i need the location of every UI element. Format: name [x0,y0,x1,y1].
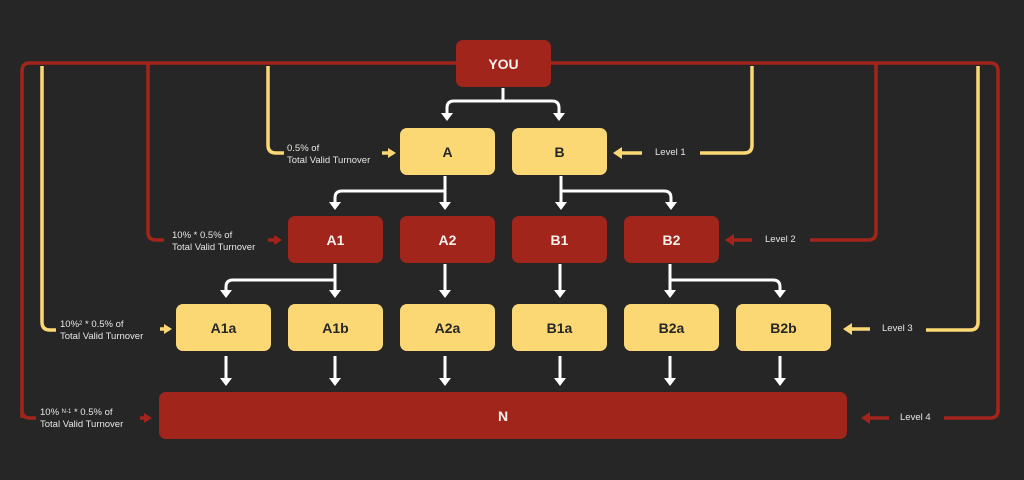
node-b1a: B1a [512,304,607,351]
connector-b-to-b1-b2 [559,176,673,204]
node-a2a: A2a [400,304,495,351]
node-a1: A1 [288,216,383,263]
yellow-level1-left-line [266,66,284,155]
level-label-3: Level 3 [882,323,913,334]
node-n: N [159,392,847,439]
commission-label-level3-line2: Total Valid Turnover [60,331,144,342]
connector-a1-to-a1a-a1b [224,264,337,292]
connector-you-to-ab [445,88,561,117]
commission-label-level2: 10% * 0.5% of Total Valid Turnover [172,230,255,254]
level-label-1: Level 1 [655,147,686,158]
node-b2a: B2a [624,304,719,351]
node-you: YOU [456,40,551,87]
node-a1b: A1b [288,304,383,351]
red-level4-left-tail [20,409,36,420]
red-top-bus [20,61,1000,420]
red-level2-right-line [810,63,878,242]
node-a1a: A1a [176,304,271,351]
commission-label-level4-line2: Total Valid Turnover [40,419,124,430]
yellow-level3-left-line [40,66,56,332]
level4-suffix: * 0.5% of [71,407,113,418]
arrow-into-n-right [861,412,889,424]
commission-label-level4: 10% N-1 * 0.5% of Total Valid Turnover [40,407,123,431]
level3-suffix: * 0.5% of [82,319,124,330]
commission-label-level2-line1: 10% * 0.5% of [172,230,233,241]
commission-label-level4-line1: 10% N-1 * 0.5% of [40,407,123,419]
node-b2b: B2b [736,304,831,351]
node-a2: A2 [400,216,495,263]
arrow-into-a1a [160,324,172,334]
connector-level3-to-n [224,356,782,380]
white-arrowheads [220,113,786,386]
arrow-into-b2 [725,234,752,246]
arrow-into-a1 [268,235,282,245]
connector-b2-to-b2a-b2b [668,264,782,292]
level-label-2: Level 2 [765,234,796,245]
node-b1: B1 [512,216,607,263]
red-level2-left-line [146,63,164,242]
arrow-into-b2b [843,323,870,335]
level4-exponent: N-1 [61,409,72,415]
arrow-into-a [382,148,396,158]
arrow-into-n-left [140,413,152,423]
connector-a-to-a1-a2 [333,176,447,204]
commission-label-level3: 10%2 * 0.5% of Total Valid Turnover [60,319,143,343]
commission-label-level2-line2: Total Valid Turnover [172,242,256,253]
level3-exponent: 2 [79,321,83,327]
commission-label-level1-line1: 0.5% of [287,143,320,154]
node-b2: B2 [624,216,719,263]
level-label-4: Level 4 [900,412,931,423]
node-a: A [400,128,495,175]
commission-label-level1: 0.5% of Total Valid Turnover [287,143,370,167]
node-b: B [512,128,607,175]
level4-prefix: 10% [40,407,62,418]
commission-label-level1-line2: Total Valid Turnover [287,155,371,166]
arrow-into-b [613,147,642,159]
yellow-level1-right-line [700,66,754,155]
level3-prefix: 10% [60,319,80,330]
commission-label-level3-line1: 10%2 * 0.5% of [60,319,143,331]
yellow-level3-right-line [926,66,980,332]
